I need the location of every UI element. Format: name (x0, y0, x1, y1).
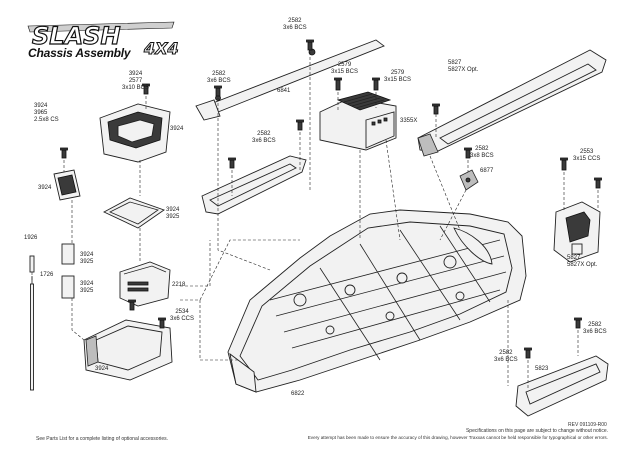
antenna-tube-1726 (29, 255, 35, 391)
label-3924-base: 3924 (95, 366, 109, 372)
label-2534: 2534 3x6 CCS (170, 309, 195, 322)
slash-4x4-logo: SLASH 4X4 (27, 21, 179, 59)
label-1926: 1926 (24, 235, 38, 241)
leader-lines (31, 52, 599, 388)
label-6841: 6841 (277, 88, 291, 94)
label-3924-3925-a: 3924 3925 (80, 252, 94, 265)
logo-4x4-text: 4X4 (143, 39, 179, 58)
receiver-box-cover-3924 (99, 103, 171, 163)
label-2553: 2553 3x15 CCS (573, 149, 601, 162)
label-3924-2577: 3924 2577 3x10 BCS (122, 71, 150, 91)
label-3355x: 3355X (400, 118, 418, 124)
label-3924-switch: 3924 (38, 185, 52, 191)
spec-notice: Specifications on this page are subject … (465, 428, 608, 434)
receiver-box-seal (103, 197, 165, 229)
label-2582-hold: 2582 3x6 BCS (252, 131, 276, 144)
revision-code: REV 091109-R00 (568, 422, 607, 428)
label-3924-3925-seal: 3924 3925 (166, 207, 180, 220)
label-3924-3965: 3924 3965 2.5x8 CS (34, 103, 59, 123)
battery-hold-down-left (201, 155, 307, 215)
esc-3355x (319, 91, 397, 151)
battery-hold-down-5827 (417, 49, 607, 157)
label-2218: 2218 (172, 282, 186, 288)
label-2579-left: 2579 3x15 BCS (331, 62, 359, 75)
label-2582-top: 2582 3x6 BCS (283, 18, 307, 31)
label-5827-top: 5827 5827X Opt. (448, 60, 479, 73)
label-1726: 1726 (40, 272, 54, 278)
parts-list-note: See Parts List for a complete listing of… (36, 436, 169, 442)
mount-3924b (61, 275, 75, 299)
receiver-box-base (83, 319, 173, 381)
mount-3924a (61, 243, 75, 265)
label-3924-cover: 3924 (170, 126, 184, 132)
label-2582-rear: 2582 3x6 BCS (583, 322, 607, 335)
accuracy-notice: Every attempt has been made to ensure th… (307, 435, 608, 440)
label-5823: 5823 (535, 366, 549, 372)
receiver-2218 (119, 261, 171, 307)
label-2582-brace: 2582 3x6 BCS (207, 71, 231, 84)
switch-3924 (53, 169, 81, 201)
top-brace-6841 (195, 39, 385, 121)
logo-slash-text: SLASH (32, 22, 121, 50)
label-6877: 6877 (480, 168, 494, 174)
nerf-bar-5823 (515, 355, 609, 417)
screws (60, 39, 602, 359)
label-3924-3925-b: 3924 3925 (80, 281, 94, 294)
chassis-tub-6822 (227, 209, 527, 393)
label-2582-nerf: 2582 3x6 BCS (494, 350, 518, 363)
servo-saver-6877 (459, 169, 479, 191)
label-6822: 6822 (291, 391, 305, 397)
label-2579-right: 2579 3x15 BCS (384, 70, 412, 83)
page-title: Chassis Assembly (28, 46, 131, 60)
label-5827-rear: 5827 5827X Opt. (567, 255, 598, 268)
rear-bulkhead (553, 201, 601, 263)
label-2582-3x8: 2582 3x8 BCS (470, 146, 494, 159)
